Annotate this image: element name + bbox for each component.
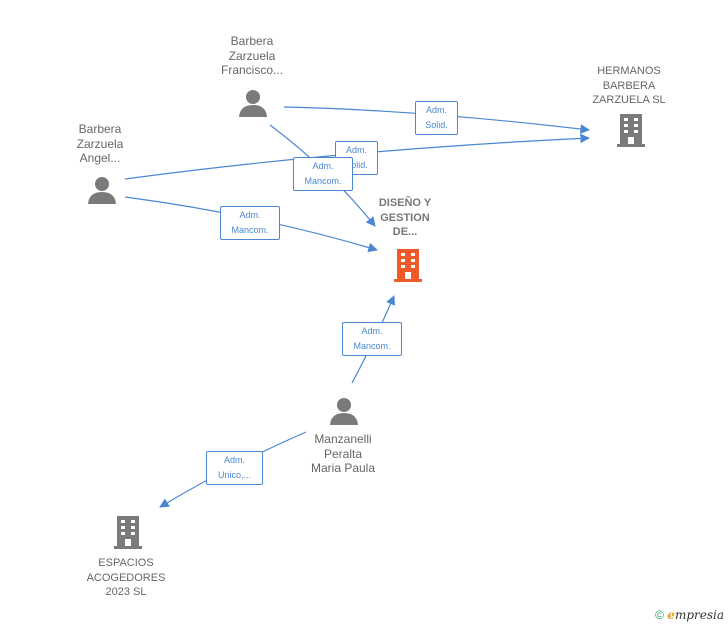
building-icon[interactable] — [392, 248, 424, 282]
node-label-barbera-angel[interactable]: Barbera Zarzuela Angel... — [76, 122, 124, 165]
node-label-diseno-gestion[interactable]: DISEÑO Y GESTION DE... — [378, 197, 432, 238]
edge-badge-angel-diseno[interactable]: Adm. Mancom. — [220, 206, 280, 240]
node-label-hermanos-barbera[interactable]: HERMANOS BARBERA ZARZUELA SL — [592, 65, 666, 106]
copyright-symbol: © — [655, 608, 664, 622]
person-icon[interactable] — [329, 396, 359, 426]
empresia-credit[interactable]: © empresia — [655, 608, 724, 622]
node-label-barbera-francisco[interactable]: Barbera Zarzuela Francisco... — [220, 34, 284, 77]
empresia-logo: empresia — [667, 608, 724, 622]
edge-badge-francisco-hermanos[interactable]: Adm. Solid. — [415, 101, 458, 135]
node-label-manzanelli[interactable]: Manzanelli Peralta Maria Paula — [310, 432, 376, 475]
building-icon[interactable] — [615, 113, 647, 147]
building-icon[interactable] — [112, 515, 144, 549]
person-icon[interactable] — [238, 88, 268, 118]
edge-badge-manzanelli-diseno[interactable]: Adm. Mancom. — [342, 322, 402, 356]
node-label-espacios[interactable]: ESPACIOS ACOGEDORES 2023 SL — [86, 557, 166, 598]
person-icon[interactable] — [87, 175, 117, 205]
edge-badge-manzanelli-espacios[interactable]: Adm. Unico,... — [206, 451, 263, 485]
edge-badge-francisco-diseno[interactable]: Adm. Mancom. — [293, 157, 353, 191]
